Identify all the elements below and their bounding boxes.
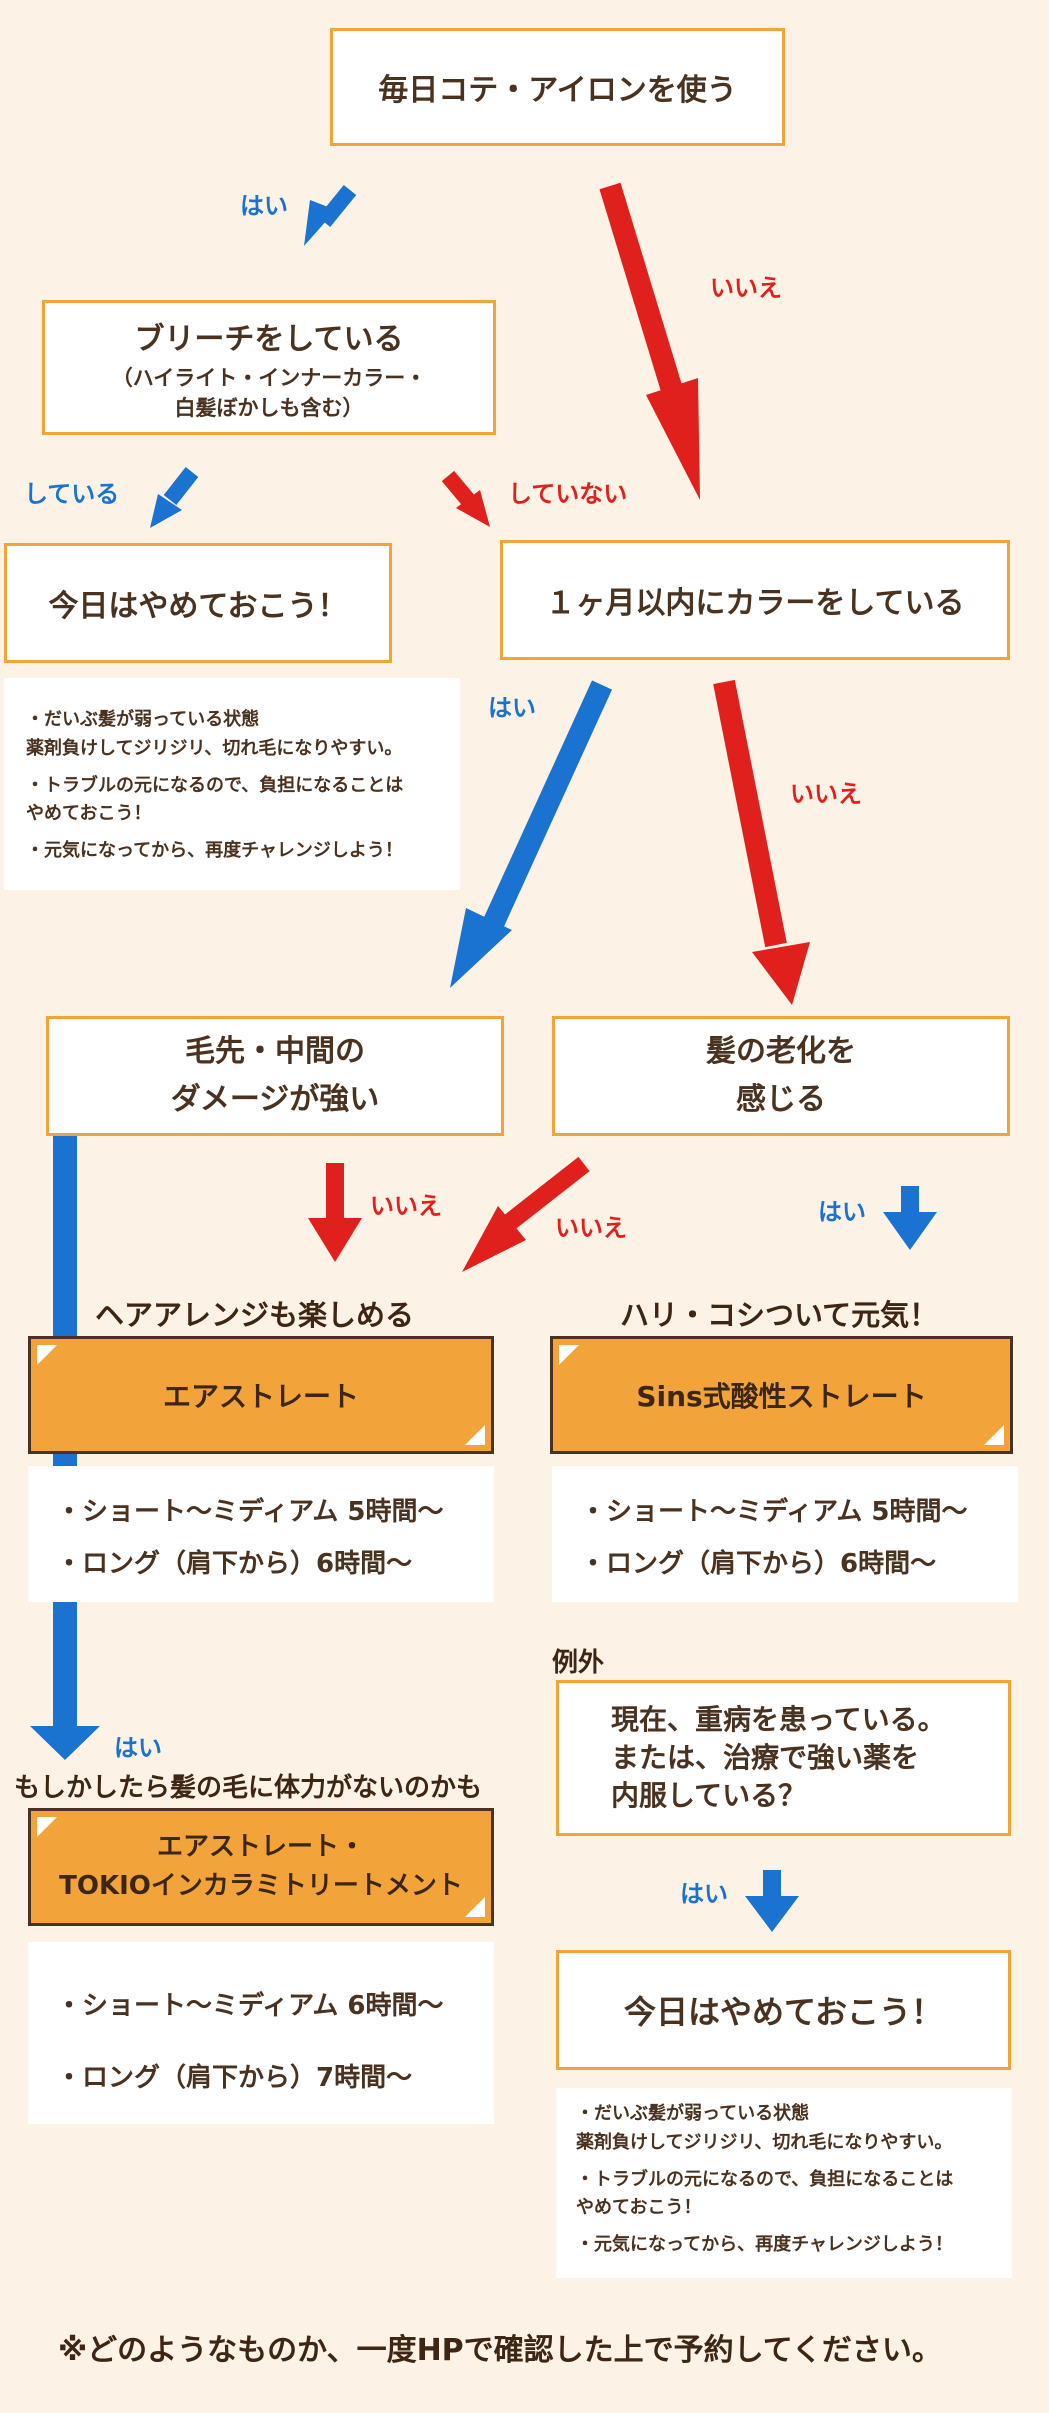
label-q2-doing: している	[24, 480, 120, 508]
question-daily-iron: 毎日コテ・アイロンを使う	[330, 28, 785, 146]
arrange-caption: ヘアアレンジも楽しめる	[95, 1298, 415, 1332]
question-bleach-note1: （ハイライト・インナーカラー・	[111, 365, 427, 390]
question-bleach-note2: 白髪ぼかしも含む）	[174, 395, 364, 420]
stop-box-2: 今日はやめておこう！	[556, 1950, 1011, 2070]
question-color: １ヶ月以内にカラーをしている	[500, 540, 1010, 660]
arrow-damage-no	[308, 1163, 362, 1262]
sins-straight-box: Sins式酸性ストレート	[550, 1336, 1013, 1454]
question-color-text: １ヶ月以内にカラーをしている	[545, 586, 965, 621]
label-aging-yes: はい	[818, 1198, 866, 1226]
exception-label: 例外	[552, 1648, 605, 1678]
combo-line2: TOKIOインカラミトリートメント	[59, 1871, 463, 1901]
question-damage-line2: ダメージが強い	[170, 1082, 380, 1117]
maybe-caption: もしかしたら髪の毛に体力がないのかも	[14, 1773, 483, 1803]
time-line: ・ショート〜ミディアム 6時間〜	[56, 1991, 444, 2021]
question-aging-line1: 髪の老化を	[706, 1034, 856, 1069]
sins-straight-label: Sins式酸性ストレート	[636, 1380, 927, 1413]
arrow-aging-no	[462, 1156, 590, 1272]
stop-note-line: 薬剤負けしてジリジリ、切れ毛になりやすい。	[26, 737, 403, 759]
question-daily-iron-text: 毎日コテ・アイロンを使う	[378, 73, 737, 108]
time-line: ・ロング（肩下から）6時間〜	[56, 1549, 413, 1579]
arrow-q1-yes	[304, 184, 357, 246]
footer-note: ※どのようなものか、一度HPで確認した上で予約してください。	[58, 2333, 942, 2368]
stop-notes-1: ・だいぶ髪が弱っている状態 薬剤負けしてジリジリ、切れ毛になりやすい。 ・トラブ…	[4, 678, 460, 890]
stop-note-line: ・トラブルの元になるので、負担になることは	[576, 2168, 954, 2190]
question-illness-line3: 内服している？	[611, 1778, 807, 1812]
air-straight-box: エアストレート	[28, 1336, 494, 1454]
question-bleach: ブリーチをしている （ハイライト・インナーカラー・ 白髪ぼかしも含む）	[42, 300, 496, 435]
stop-note-line: 薬剤負けしてジリジリ、切れ毛になりやすい。	[576, 2131, 953, 2153]
combo-times-panel: ・ショート〜ミディアム 6時間〜 ・ロング（肩下から）7時間〜	[28, 1942, 494, 2124]
arrow-q2-doing	[150, 467, 199, 528]
stop-note-line: ・だいぶ髪が弱っている状態	[26, 709, 260, 730]
stop-note-line: ・元気になってから、再度チャレンジしよう！	[26, 840, 403, 862]
stop-box-1-text: 今日はやめておこう！	[48, 589, 348, 624]
arrow-q1-no	[599, 182, 700, 500]
question-bleach-title: ブリーチをしている	[134, 321, 404, 357]
hari-caption: ハリ・コシついて元気！	[620, 1298, 939, 1332]
stop-box-2-text: 今日はやめておこう！	[623, 1993, 944, 2031]
arrow-q3-no	[713, 679, 810, 1005]
question-damage-line1: 毛先・中間の	[185, 1034, 365, 1069]
combo-line1: エアストレート・	[156, 1832, 365, 1862]
label-q3-no: いいえ	[790, 780, 862, 808]
question-aging: 髪の老化を 感じる	[552, 1016, 1010, 1136]
stop-note-line: ・トラブルの元になるので、負担になることは	[26, 774, 404, 796]
arrow-q2-not-doing	[441, 470, 490, 527]
sins-times-panel: ・ショート〜ミディアム 5時間〜 ・ロング（肩下から）6時間〜	[552, 1466, 1018, 1602]
question-illness-line1: 現在、重病を患っている。	[611, 1703, 946, 1737]
label-q1-yes: はい	[240, 192, 288, 220]
stop-notes-2: ・だいぶ髪が弱っている状態 薬剤負けしてジリジリ、切れ毛になりやすい。 ・トラブ…	[556, 2088, 1012, 2278]
time-line: ・ショート〜ミディアム 5時間〜	[56, 1497, 444, 1527]
label-aging-no: いいえ	[555, 1214, 627, 1242]
arrow-aging-yes	[883, 1186, 937, 1250]
question-illness: 現在、重病を患っている。 または、治療で強い薬を 内服している？	[556, 1680, 1011, 1836]
arrow-illness-yes	[745, 1870, 799, 1932]
label-q3-yes: はい	[488, 694, 536, 722]
label-q1-no: いいえ	[710, 274, 782, 302]
air-straight-label: エアストレート	[162, 1380, 359, 1413]
combo-treatment-box: エアストレート・ TOKIOインカラミトリートメント	[28, 1808, 494, 1926]
label-damage-no: いいえ	[370, 1192, 442, 1220]
stop-note-line: やめておこう！	[576, 2197, 702, 2219]
stop-note-line: ・元気になってから、再度チャレンジしよう！	[576, 2234, 953, 2256]
question-damage: 毛先・中間の ダメージが強い	[46, 1016, 504, 1136]
air-times-panel: ・ショート〜ミディアム 5時間〜 ・ロング（肩下から）6時間〜	[28, 1466, 494, 1602]
time-line: ・ロング（肩下から）6時間〜	[580, 1549, 937, 1579]
time-line: ・ショート〜ミディアム 5時間〜	[580, 1497, 968, 1527]
label-damage-yes: はい	[114, 1734, 162, 1762]
question-illness-line2: または、治療で強い薬を	[611, 1741, 920, 1775]
label-q2-not-doing: していない	[508, 480, 628, 508]
arrow-q3-yes	[450, 680, 613, 988]
stop-box-1: 今日はやめておこう！	[4, 543, 392, 663]
stop-note-line: ・だいぶ髪が弱っている状態	[576, 2103, 810, 2124]
stop-note-line: やめておこう！	[26, 803, 152, 825]
question-aging-line2: 感じる	[736, 1082, 826, 1117]
time-line: ・ロング（肩下から）7時間〜	[56, 2063, 413, 2093]
label-illness-yes: はい	[680, 1880, 728, 1908]
